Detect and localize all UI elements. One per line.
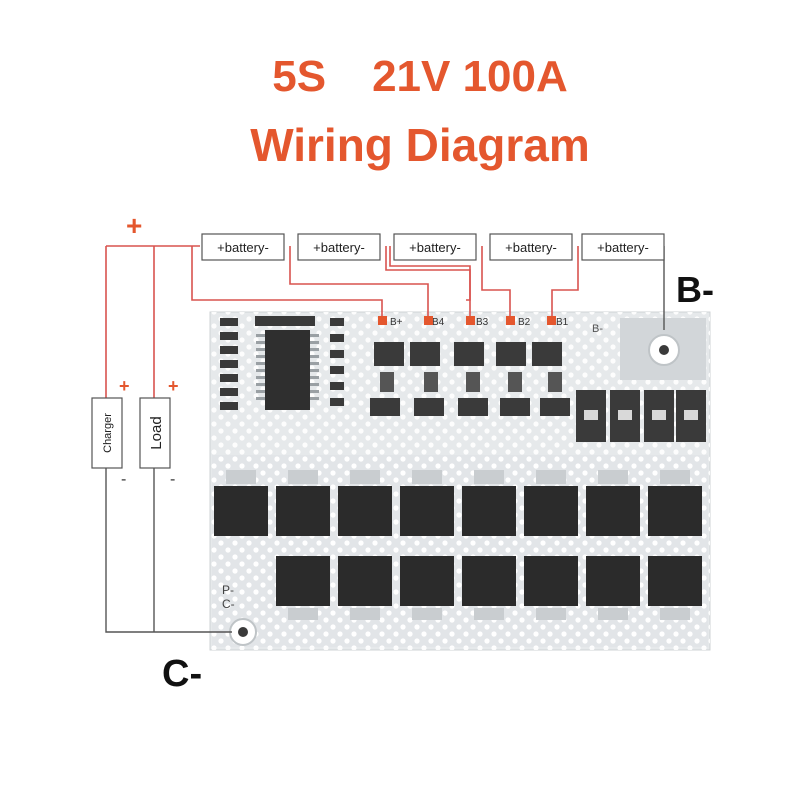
- battery-4: +battery-: [489, 233, 573, 261]
- wire-b3: [389, 246, 471, 320]
- power-mosfets-row-1: [214, 486, 702, 536]
- plus-bus-label: +: [126, 210, 142, 241]
- pad-label-b-plus: B+: [390, 317, 403, 328]
- power-mosfets-row-2: [276, 556, 702, 606]
- board-label-c-minus: C-: [222, 597, 235, 611]
- title-cell-count: 5S: [272, 52, 327, 101]
- b-minus-label: B-: [676, 269, 714, 310]
- balance-components: [370, 342, 570, 416]
- pad-dots: [378, 316, 556, 325]
- shunt-resistors: [576, 390, 706, 442]
- wire-b1: [551, 246, 579, 320]
- pad-label-b1: B1: [556, 317, 569, 328]
- battery-1: +battery-: [201, 233, 285, 261]
- load-box: Load: [139, 397, 171, 469]
- c-minus-terminal-dot: [238, 627, 248, 637]
- wire-c-minus: [105, 468, 232, 633]
- battery-2: +battery-: [297, 233, 381, 261]
- title-spec: 5S 21V 100A: [20, 52, 800, 102]
- wire-b-plus: [191, 246, 383, 320]
- load-minus-label: -: [170, 471, 175, 488]
- load-plus-label: +: [168, 376, 179, 396]
- pad-label-b3: B3: [476, 317, 489, 328]
- battery-3-label: +battery-: [409, 240, 461, 255]
- charger-minus-label: -: [121, 471, 126, 488]
- battery-4-label: +battery-: [505, 240, 557, 255]
- board-label-p-minus: P-: [222, 583, 234, 597]
- wires: [105, 245, 579, 398]
- protection-ic-chip: [256, 330, 319, 410]
- smd-components-left: [220, 316, 344, 410]
- c-minus-label: C-: [162, 653, 202, 695]
- battery-boxes: +battery- +battery- +battery- +battery- …: [201, 233, 665, 261]
- title-voltage-current: 21V 100A: [372, 52, 568, 101]
- pad-label-b4: B4: [432, 317, 445, 328]
- charger-plus-label: +: [119, 376, 130, 396]
- mosfet-tabs-row-1: [226, 470, 690, 484]
- load-label: Load: [148, 416, 165, 449]
- wire-b4: [289, 246, 429, 320]
- battery-2-label: +battery-: [313, 240, 365, 255]
- battery-1-label: +battery-: [217, 240, 269, 255]
- title-wiring-diagram: Wiring Diagram: [250, 119, 590, 171]
- battery-5: +battery-: [581, 233, 665, 261]
- wire-b2: [481, 246, 511, 320]
- battery-5-label: +battery-: [597, 240, 649, 255]
- pcb-board: B+ B4 B3 B2 B1 B- P- C-: [209, 311, 711, 651]
- b-minus-terminal-dot: [659, 345, 669, 355]
- battery-3: +battery-: [393, 233, 477, 261]
- charger-label: Charger: [102, 413, 114, 453]
- board-label-b-minus: B-: [592, 323, 603, 335]
- mosfet-tabs-row-2: [288, 608, 690, 620]
- charger-box: Charger: [91, 397, 123, 469]
- pad-label-b2: B2: [518, 317, 531, 328]
